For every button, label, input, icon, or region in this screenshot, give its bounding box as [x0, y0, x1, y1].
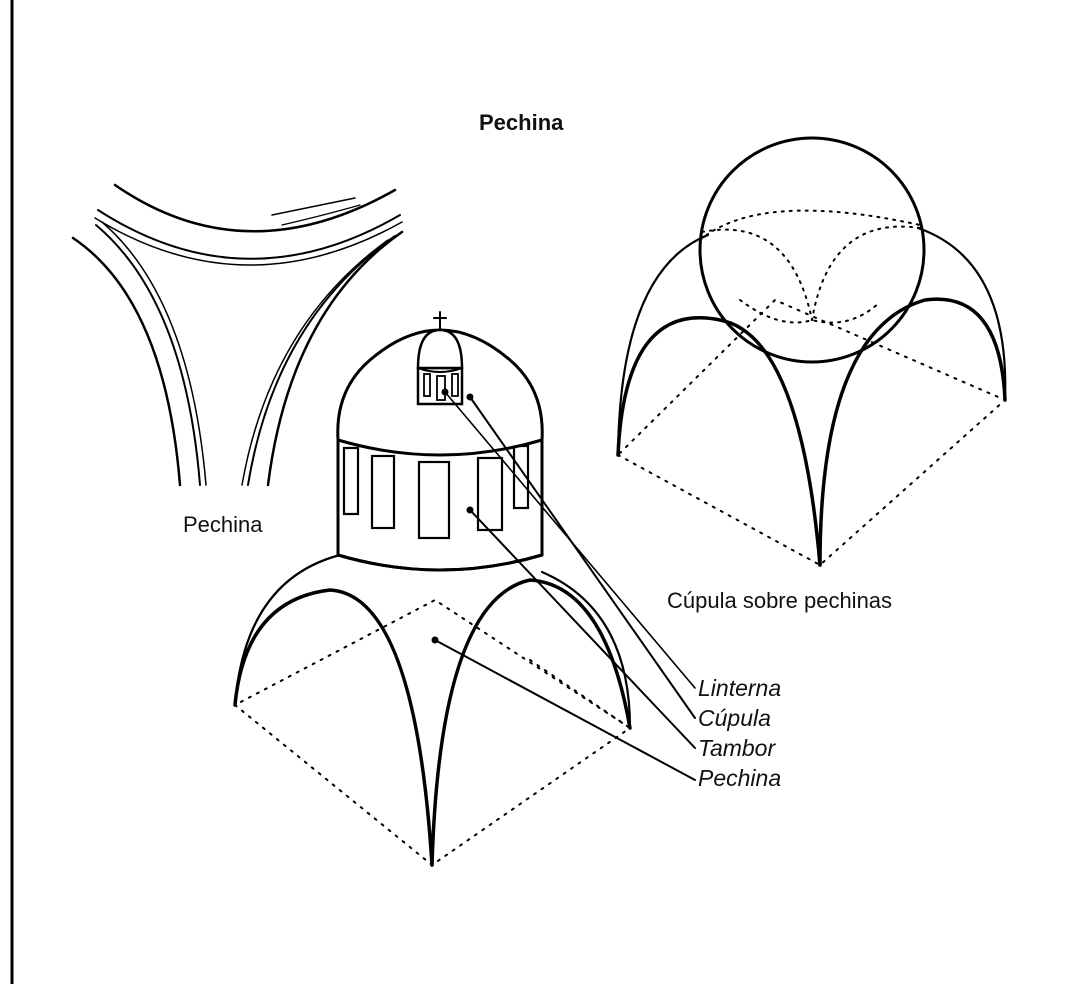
cupula-sobre-pechinas-drawing — [618, 138, 1005, 565]
label-tambor: Tambor — [698, 735, 775, 762]
label-linterna: Linterna — [698, 675, 781, 702]
caption-pechina: Pechina — [183, 512, 263, 538]
label-cupula: Cúpula — [698, 705, 771, 732]
diagram-title: Pechina — [479, 110, 563, 136]
caption-cupula-sobre-pechinas: Cúpula sobre pechinas — [667, 588, 892, 614]
leader-tambor — [470, 510, 695, 748]
main-dome-drawing — [235, 312, 630, 865]
label-pechina: Pechina — [698, 765, 781, 792]
